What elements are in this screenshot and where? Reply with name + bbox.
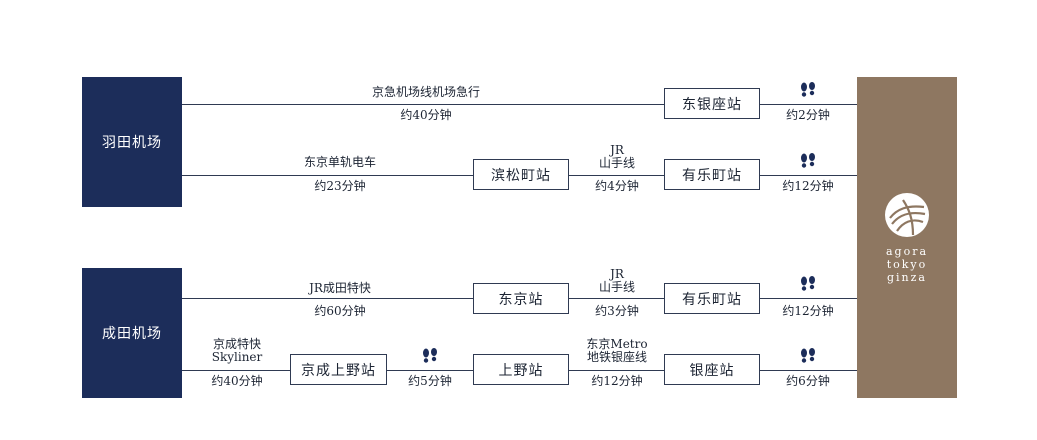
route-2-jr-line: JR 山手线 [599, 144, 635, 170]
haneda-airport-label: 羽田机场 [102, 135, 162, 151]
route-2-walk-time: 约12分钟 [782, 179, 834, 193]
agora-logo-icon [885, 193, 929, 237]
station-yurakucho-1: 有乐町站 [664, 159, 760, 190]
line-name-2: 山手线 [598, 156, 636, 170]
footprints-icon [801, 276, 815, 291]
route-4-walk-1-time: 约5分钟 [408, 374, 452, 388]
haneda-airport-box: 羽田机场 [82, 77, 182, 207]
station-higashi-ginza: 东银座站 [664, 88, 760, 119]
narita-airport-box: 成田机场 [82, 268, 182, 398]
route-3-jr-time: 约3分钟 [595, 304, 639, 318]
station-ueno: 上野站 [473, 354, 569, 385]
station-label: 上野站 [498, 362, 544, 379]
station-label: 有乐町站 [682, 291, 742, 308]
hotel-wordmark-line-2: tokyo [886, 258, 928, 271]
route-3-ride-time: 约60分钟 [314, 304, 366, 318]
route-2-ride-time: 约23分钟 [314, 179, 366, 193]
route-3-walk-time: 约12分钟 [782, 304, 834, 318]
footprints-icon [801, 82, 815, 97]
line-name-1: JR [610, 267, 624, 281]
route-4-metro-line: 东京Metro 地铁银座线 [586, 338, 647, 364]
route-3-jr-line: JR 山手线 [599, 268, 635, 294]
hotel-box: agora tokyo ginza [857, 77, 957, 398]
line-name-2: 山手线 [598, 280, 636, 294]
hotel-wordmark: agora tokyo ginza [886, 245, 928, 284]
footprints-icon [423, 348, 437, 363]
route-4-keisei-time: 约40分钟 [211, 374, 263, 388]
line-name-1: 京成特快 [212, 337, 262, 351]
hotel-wordmark-line-1: agora [885, 245, 929, 258]
route-3-line-name: JR成田特快 [309, 281, 371, 295]
line-name-1: JR [610, 143, 624, 157]
line-name-1: 东京Metro [586, 337, 648, 351]
route-4-metro-time: 约12分钟 [591, 374, 643, 388]
station-label: 有乐町站 [682, 167, 742, 184]
station-label: 东京站 [498, 291, 544, 308]
line-name-2: Skyliner [211, 350, 263, 364]
station-hamamatsucho: 滨松町站 [473, 159, 569, 190]
route-1-line [182, 104, 857, 105]
narita-airport-label: 成田机场 [102, 326, 162, 342]
route-2-jr-time: 约4分钟 [595, 179, 639, 193]
footprints-icon [801, 348, 815, 363]
station-label: 京成上野站 [301, 362, 376, 379]
station-label: 东银座站 [682, 96, 742, 113]
station-ginza: 银座站 [664, 354, 760, 385]
station-label: 银座站 [689, 362, 735, 379]
route-1-line-name: 京急机场线机场急行 [371, 85, 481, 99]
station-tokyo: 东京站 [473, 283, 569, 314]
station-keisei-ueno: 京成上野站 [290, 354, 387, 385]
line-name-2: 地铁银座线 [586, 350, 647, 364]
route-4-walk-2-time: 约6分钟 [786, 374, 830, 388]
station-label: 滨松町站 [491, 167, 551, 184]
hotel-wordmark-line-3: ginza [886, 271, 927, 284]
route-1-ride-time: 约40分钟 [400, 108, 452, 122]
footprints-icon [801, 153, 815, 168]
station-yurakucho-2: 有乐町站 [664, 283, 760, 314]
route-1-walk-time: 约2分钟 [786, 108, 830, 122]
route-2-line-name: 东京单轨电车 [303, 155, 377, 169]
route-4-keisei-line: 京成特快 Skyliner [212, 338, 263, 364]
